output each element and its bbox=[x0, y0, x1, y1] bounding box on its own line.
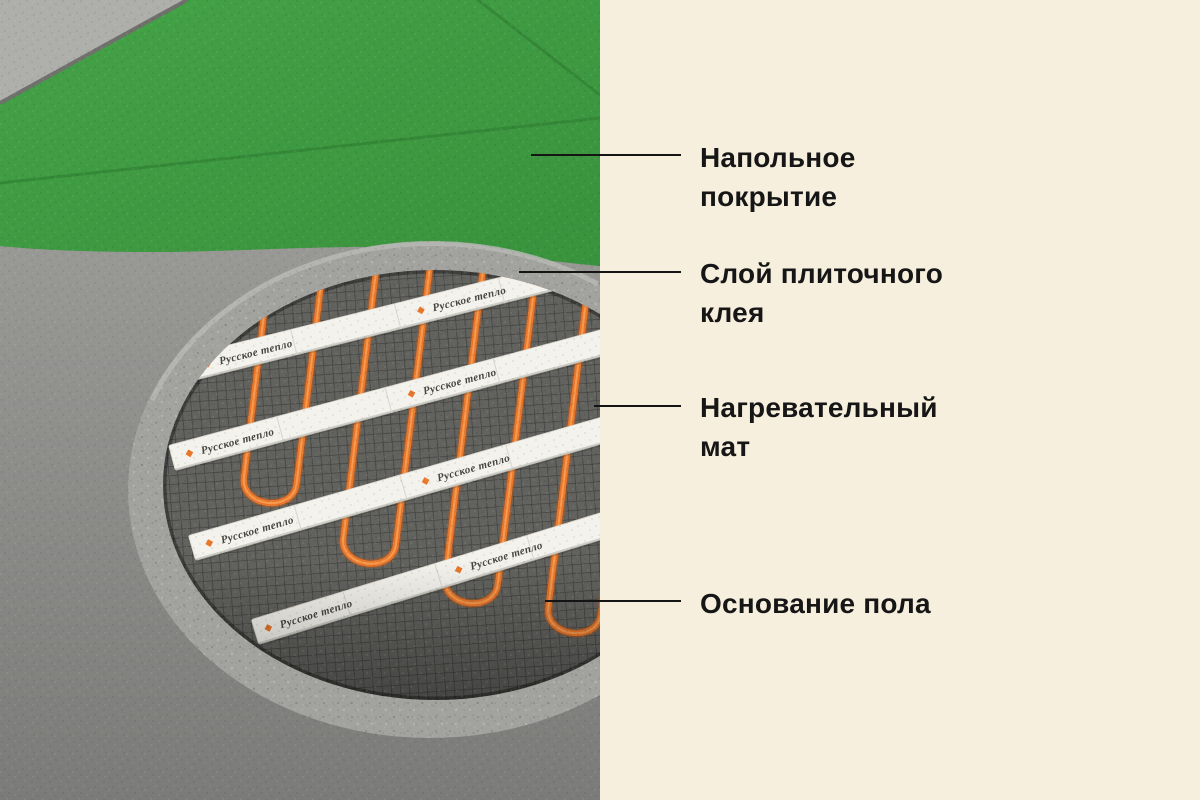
connector-line-tile-adhesive bbox=[519, 271, 681, 273]
connector-line-heating-mat bbox=[594, 405, 681, 407]
connector-line-floor-covering bbox=[531, 154, 681, 156]
label-text-line: клея bbox=[700, 297, 765, 328]
label-floor-base: Основание пола bbox=[700, 584, 931, 623]
floor-structure-illustration: Русское тепло Русское тепло Русское тепл… bbox=[0, 0, 600, 800]
label-text-line: Слой плиточного bbox=[700, 258, 944, 289]
label-text-line: покрытие bbox=[700, 181, 838, 212]
texture-overlay bbox=[0, 0, 600, 800]
label-panel bbox=[600, 0, 1200, 800]
label-tile-adhesive: Слой плиточного клея bbox=[700, 254, 943, 332]
label-text-line: Напольное bbox=[700, 142, 856, 173]
label-floor-covering: Напольное покрытие bbox=[700, 138, 856, 216]
label-heating-mat: Нагревательный мат bbox=[700, 388, 938, 466]
label-text-line: мат bbox=[700, 431, 751, 462]
label-text-line: Основание пола bbox=[700, 588, 931, 619]
label-text-line: Нагревательный bbox=[700, 392, 938, 423]
connector-line-floor-base bbox=[545, 600, 681, 602]
